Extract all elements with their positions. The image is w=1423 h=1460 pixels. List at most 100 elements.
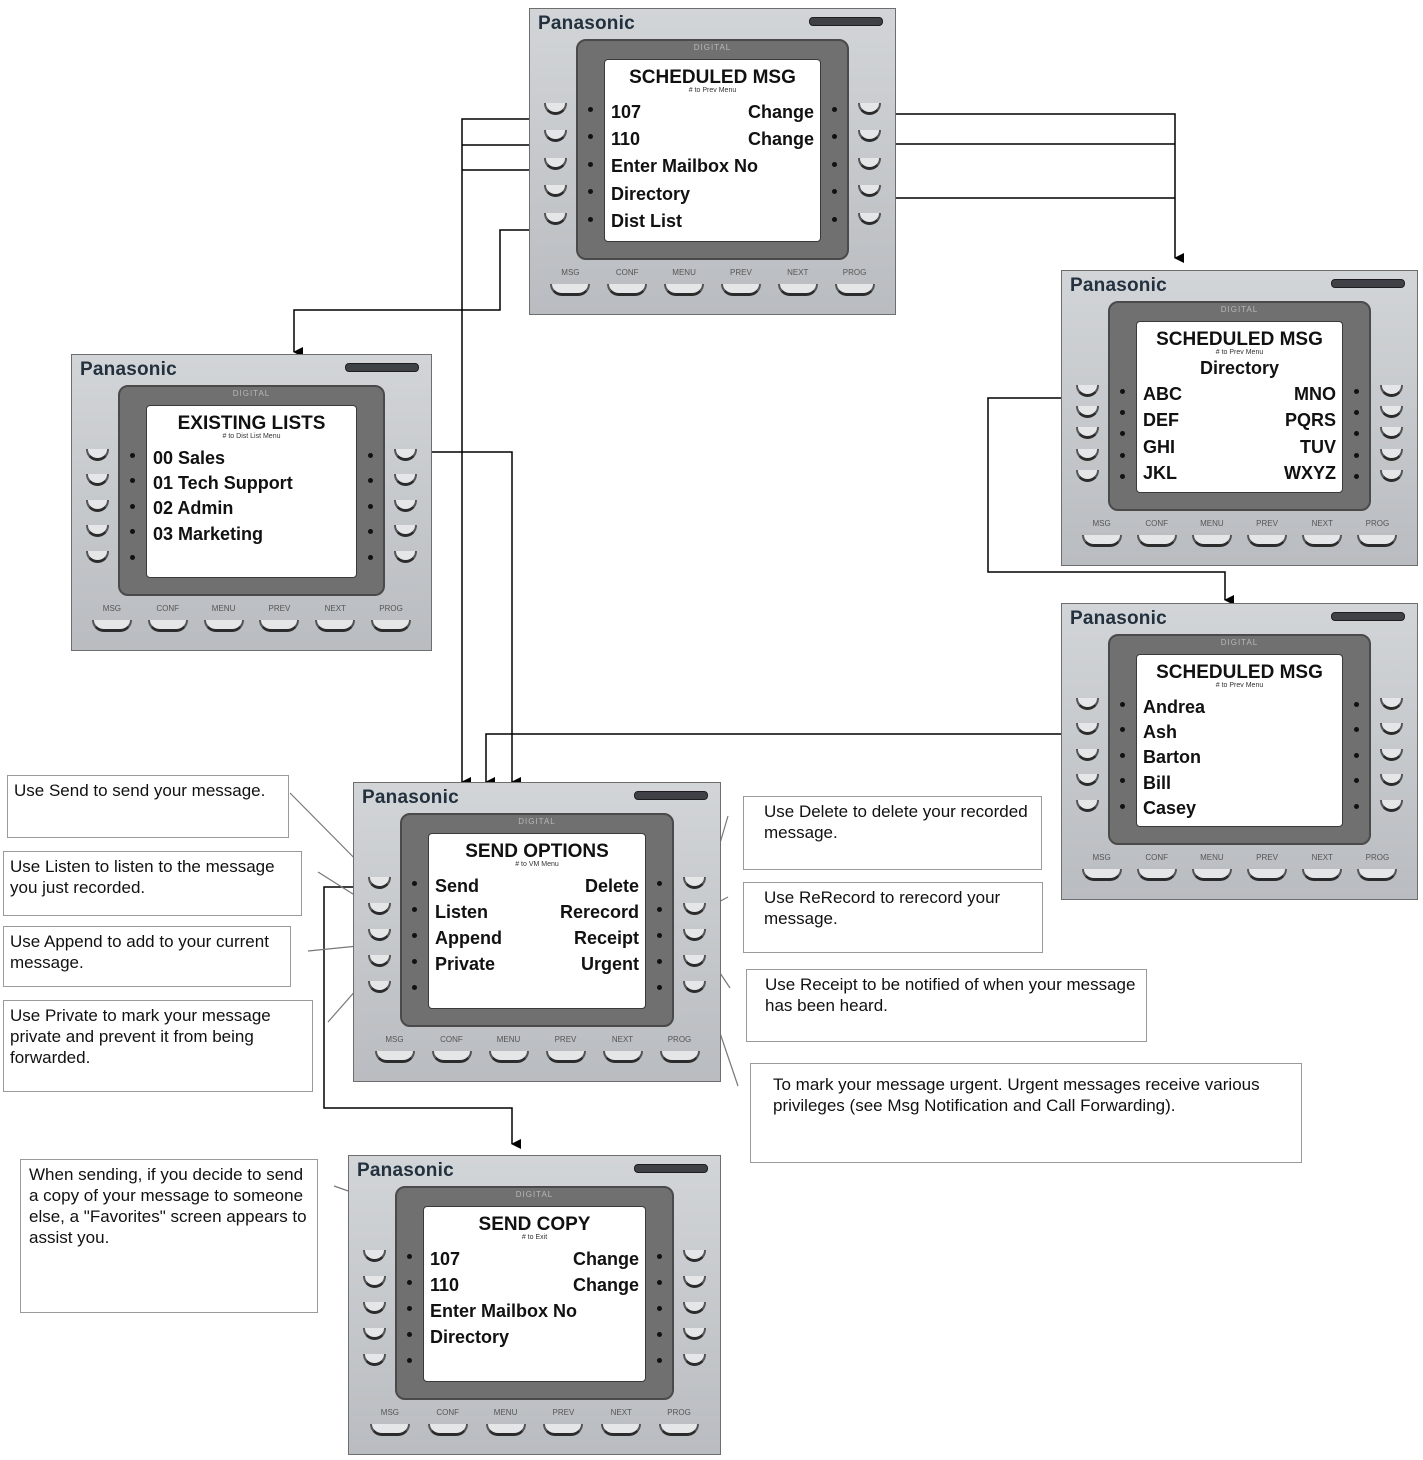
soft-key-right[interactable] [1380, 427, 1403, 440]
function-key-msg[interactable] [550, 284, 591, 296]
soft-key-right[interactable] [394, 449, 417, 461]
function-key-msg[interactable] [1081, 869, 1122, 881]
soft-key-left[interactable] [1076, 427, 1099, 440]
function-key-prev[interactable] [1247, 535, 1288, 547]
soft-key-right[interactable] [1380, 698, 1403, 710]
function-key-menu[interactable] [485, 1424, 526, 1436]
soft-key-right[interactable] [394, 525, 417, 538]
function-key-msg[interactable] [369, 1424, 410, 1436]
soft-key-right[interactable] [683, 1276, 706, 1288]
soft-key-left[interactable] [544, 185, 567, 198]
function-key-next[interactable] [1302, 869, 1343, 881]
function-key-next[interactable] [601, 1424, 642, 1436]
soft-key-right[interactable] [683, 877, 706, 889]
soft-key-left[interactable] [368, 903, 391, 915]
soft-key-right[interactable] [1380, 748, 1403, 761]
soft-key-left[interactable] [368, 877, 391, 889]
function-key-prev[interactable] [1247, 869, 1288, 881]
soft-key-left[interactable] [368, 929, 391, 941]
soft-key-right[interactable] [1380, 774, 1403, 787]
soft-key-right[interactable] [858, 212, 881, 225]
soft-key-left[interactable] [1076, 698, 1099, 710]
function-key-conf[interactable] [607, 284, 648, 296]
function-key-next[interactable] [777, 284, 818, 296]
function-key-conf[interactable] [431, 1051, 472, 1063]
soft-key-right[interactable] [858, 130, 881, 143]
soft-key-right[interactable] [1380, 799, 1403, 812]
soft-key-left[interactable] [544, 212, 567, 225]
function-key-menu[interactable] [203, 620, 244, 632]
soft-key-left[interactable] [363, 1276, 386, 1288]
soft-key-right[interactable] [683, 1250, 706, 1262]
soft-key-left[interactable] [368, 955, 391, 967]
function-key-msg[interactable] [374, 1051, 415, 1063]
soft-key-left[interactable] [1076, 748, 1099, 761]
function-key-conf[interactable] [1136, 869, 1177, 881]
function-key-prev[interactable] [545, 1051, 586, 1063]
function-key-prev[interactable] [543, 1424, 584, 1436]
function-key-conf[interactable] [147, 620, 188, 632]
soft-key-right[interactable] [683, 1328, 706, 1340]
soft-key-right[interactable] [1380, 723, 1403, 736]
soft-key-left[interactable] [1076, 385, 1099, 397]
function-key-prog[interactable] [1357, 869, 1398, 881]
soft-key-left[interactable] [86, 499, 109, 512]
function-key-menu[interactable] [1191, 869, 1232, 881]
function-key-next[interactable] [315, 620, 356, 632]
soft-key-right[interactable] [394, 474, 417, 487]
soft-key-left[interactable] [86, 550, 109, 563]
soft-key-right[interactable] [1380, 469, 1403, 482]
function-key-menu[interactable] [488, 1051, 529, 1063]
function-key-msg[interactable] [91, 620, 132, 632]
soft-key-left[interactable] [1076, 448, 1099, 461]
soft-key-right[interactable] [1380, 385, 1403, 397]
soft-key-left[interactable] [86, 525, 109, 538]
soft-key-left[interactable] [544, 157, 567, 170]
function-key-prog[interactable] [371, 620, 412, 632]
soft-key-left[interactable] [363, 1328, 386, 1340]
soft-key-left[interactable] [1076, 469, 1099, 482]
soft-key-right[interactable] [683, 1354, 706, 1366]
soft-key-right[interactable] [394, 499, 417, 512]
soft-key-left[interactable] [363, 1250, 386, 1262]
soft-key-right[interactable] [858, 157, 881, 170]
soft-key-right[interactable] [1380, 448, 1403, 461]
soft-key-left[interactable] [368, 981, 391, 993]
indicator-dot-left [130, 478, 135, 484]
soft-key-right[interactable] [683, 903, 706, 915]
indicator-dot-right [1354, 778, 1359, 784]
soft-key-left[interactable] [1076, 799, 1099, 812]
function-key-prev[interactable] [720, 284, 761, 296]
function-key-msg[interactable] [1081, 535, 1122, 547]
function-key-prog[interactable] [659, 1424, 700, 1436]
function-key-conf[interactable] [427, 1424, 468, 1436]
soft-key-left[interactable] [1076, 406, 1099, 419]
soft-key-left[interactable] [363, 1354, 386, 1366]
soft-key-right[interactable] [394, 550, 417, 563]
function-key-prog[interactable] [834, 284, 875, 296]
soft-key-left[interactable] [86, 449, 109, 461]
function-key-next[interactable] [602, 1051, 643, 1063]
function-key-prev[interactable] [259, 620, 300, 632]
function-key-prog[interactable] [1357, 535, 1398, 547]
soft-key-left[interactable] [1076, 723, 1099, 736]
soft-key-right[interactable] [683, 929, 706, 941]
function-key-menu[interactable] [1191, 535, 1232, 547]
soft-key-right[interactable] [683, 1302, 706, 1314]
soft-key-right[interactable] [683, 981, 706, 993]
soft-key-left[interactable] [544, 130, 567, 143]
soft-key-left[interactable] [1076, 774, 1099, 787]
row-left-label: Bill [1143, 772, 1172, 793]
soft-key-left[interactable] [363, 1302, 386, 1314]
soft-key-left[interactable] [544, 103, 567, 115]
soft-key-right[interactable] [858, 103, 881, 115]
soft-key-left[interactable] [86, 474, 109, 487]
function-key-conf[interactable] [1136, 535, 1177, 547]
function-key-prog[interactable] [659, 1051, 700, 1063]
function-key-next[interactable] [1302, 535, 1343, 547]
function-key-menu[interactable] [664, 284, 705, 296]
soft-key-right[interactable] [683, 955, 706, 967]
soft-key-right[interactable] [1380, 406, 1403, 419]
soft-key-right[interactable] [858, 185, 881, 198]
indicator-dot-right [657, 959, 662, 964]
